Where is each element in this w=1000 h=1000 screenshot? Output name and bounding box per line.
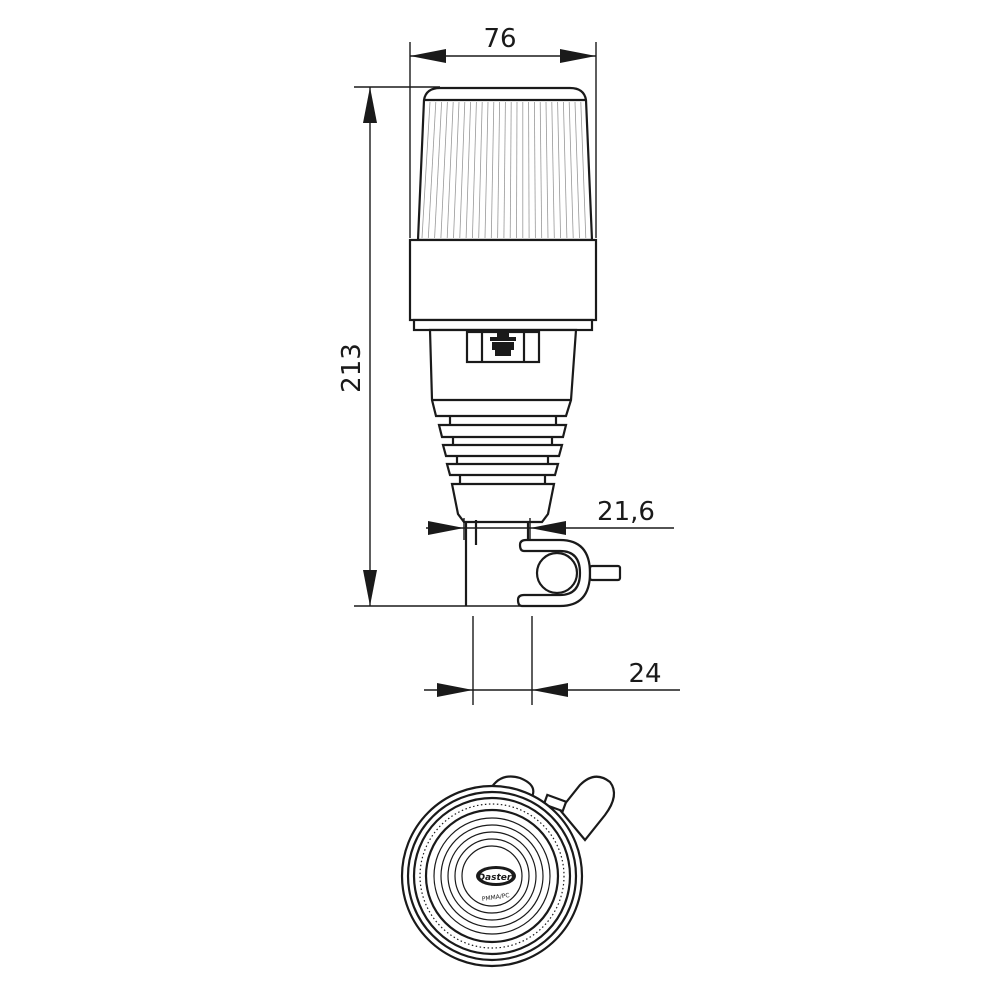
lens-rib [580,101,587,239]
svg-text:Dasteri: Dasteri [478,873,516,883]
lens-rib [528,101,530,239]
lens-rib [472,101,477,239]
lens-rings [433,817,551,935]
lens-rib [503,101,506,239]
lens-ring [454,838,530,914]
lens-rib [563,101,568,239]
base-band [408,238,598,322]
svg-text:PMMA/PC: PMMA/PC [481,892,510,903]
lens-rib [490,101,495,239]
lens-ring [461,845,523,907]
lens-rib [545,101,549,239]
lens-ring [440,824,544,928]
lens-rib [516,101,518,239]
side-view [408,86,622,608]
dim-height-label: 213 [337,343,367,393]
lens-rib [539,101,543,239]
lens-ring [447,831,537,921]
bolt-icon [490,332,516,356]
lens-rib [574,101,580,239]
lens-rib [568,101,574,239]
lens-rib [459,101,466,239]
lens-rib [421,101,431,239]
lens-rib [551,101,555,239]
dim-neck-label: 21,6 [597,497,655,527]
dim-mount-label: 24 [628,659,661,689]
lens-rib [484,101,489,239]
top-view: Dasteri PMMA/PC [400,775,616,968]
dimension-lines: 76 213 21,6 24 [337,24,680,705]
lens-ribs [421,101,587,239]
lens-rib [434,101,442,239]
lens-rib [427,101,437,239]
lens-rib [440,101,448,239]
clamp [516,538,592,608]
lens-rib [478,101,483,239]
lens-rib [557,101,561,239]
lens-rib [465,101,471,239]
brand-logo: Dasteri PMMA/PC [476,866,516,903]
lens-rib [509,101,512,239]
lens-rib [534,101,536,239]
lens-ring [433,817,551,935]
dim-width-label: 76 [483,24,516,54]
wing-screw [588,564,622,582]
lens-rib [453,101,460,239]
lens-rib [446,101,454,239]
lens-rib [497,101,500,239]
